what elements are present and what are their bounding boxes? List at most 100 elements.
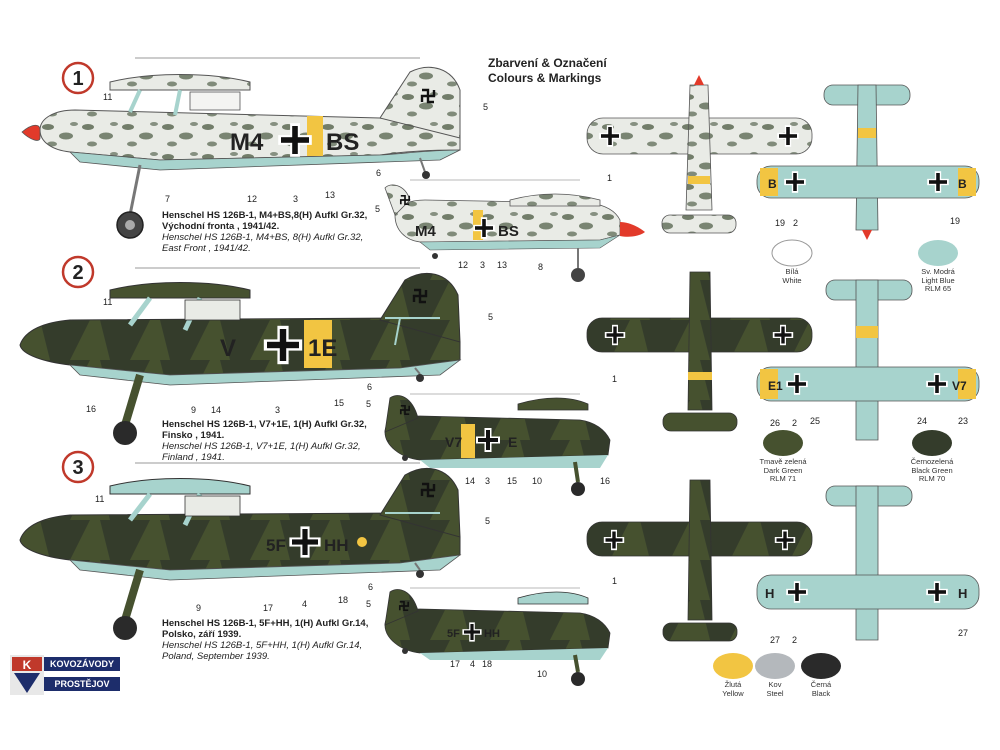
caption-en-line1: Henschel HS 126B-1, 5F+HH, 1(H) Aufkl Gr… bbox=[162, 640, 363, 651]
kovozavody-logo: K KOVOZÁVODY PROSTĚJOV bbox=[10, 655, 120, 695]
svg-text:24: 24 bbox=[917, 416, 927, 426]
svg-text:M4: M4 bbox=[415, 223, 436, 240]
scheme-3: 3 5F HH 11 5 9 17 4 bbox=[19, 450, 980, 686]
title-czech: Zbarvení & Označení bbox=[488, 56, 607, 70]
svg-text:1: 1 bbox=[72, 68, 83, 90]
svg-text:3: 3 bbox=[480, 260, 485, 270]
svg-text:K: K bbox=[23, 658, 32, 672]
aircraft-side-view-small: V7 E bbox=[384, 393, 611, 496]
svg-text:5: 5 bbox=[366, 399, 371, 409]
svg-text:10: 10 bbox=[532, 476, 542, 486]
svg-text:15: 15 bbox=[507, 476, 517, 486]
caption-en-line1: Henschel HS 126B-1, V7+1E, 1(H) Aufkl Gr… bbox=[162, 441, 361, 452]
svg-text:6: 6 bbox=[368, 582, 373, 592]
svg-text:HH: HH bbox=[484, 628, 500, 640]
svg-text:9: 9 bbox=[191, 405, 196, 415]
svg-text:4: 4 bbox=[470, 659, 475, 669]
caption-en-line2: East Front , 1941/42. bbox=[162, 243, 251, 254]
caption-cz-line2: Finsko , 1941. bbox=[162, 430, 225, 441]
svg-text:5: 5 bbox=[488, 312, 493, 322]
svg-text:6: 6 bbox=[367, 382, 372, 392]
svg-text:6: 6 bbox=[376, 168, 381, 178]
svg-text:16: 16 bbox=[600, 476, 610, 486]
callout-labels: 11 5 9 17 4 18 6 bbox=[95, 494, 490, 613]
callout-label: 1 bbox=[612, 576, 617, 586]
svg-text:5F: 5F bbox=[266, 536, 286, 555]
caption-cz-line1: Henschel HS 126B-1, V7+1E, 1(H) Aufkl Gr… bbox=[162, 419, 367, 430]
swatch-light-blue bbox=[918, 240, 958, 266]
swatch-steel bbox=[755, 653, 795, 679]
svg-text:V: V bbox=[220, 335, 236, 362]
svg-text:5: 5 bbox=[485, 516, 490, 526]
svg-text:27: 27 bbox=[958, 628, 968, 638]
scheme-number-badge: 1 bbox=[61, 61, 95, 95]
aircraft-top-view bbox=[586, 271, 813, 432]
callout-labels-bottom: 19 2 19 bbox=[775, 216, 960, 228]
scheme-2: 2 V 1E 11 5 16 9 14 bbox=[19, 255, 980, 496]
svg-text:M4: M4 bbox=[230, 129, 264, 156]
svg-text:25: 25 bbox=[810, 416, 820, 426]
caption-cz-line2: Východní fronta , 1941/42. bbox=[162, 221, 280, 232]
svg-text:18: 18 bbox=[338, 595, 348, 605]
title-english: Colours & Markings bbox=[488, 71, 602, 85]
svg-text:11: 11 bbox=[103, 92, 112, 102]
swatch-white bbox=[771, 239, 813, 267]
page-title: Zbarvení & Označení Colours & Markings bbox=[488, 56, 607, 86]
caption-en-line2: Finland , 1941. bbox=[162, 452, 225, 463]
caption-en-line1: Henschel HS 126B-1, M4+BS, 8(H) Aufkl Gr… bbox=[162, 232, 364, 243]
scheme-3-caption: Henschel HS 126B-1, 5F+HH, 1(H) Aufkl Gr… bbox=[162, 618, 368, 662]
svg-text:27: 27 bbox=[770, 635, 780, 645]
logo-line2: PROSTĚJOV bbox=[44, 677, 120, 691]
swatch-black-green bbox=[912, 430, 952, 456]
svg-text:5F: 5F bbox=[447, 628, 460, 640]
aircraft-bottom-view: H H bbox=[756, 485, 980, 641]
svg-text:19: 19 bbox=[775, 218, 785, 228]
svg-text:8: 8 bbox=[538, 262, 543, 272]
svg-text:2: 2 bbox=[792, 635, 797, 645]
svg-text:BS: BS bbox=[498, 223, 519, 240]
aircraft-top-view bbox=[586, 75, 813, 234]
svg-text:16: 16 bbox=[86, 404, 96, 414]
svg-text:11: 11 bbox=[95, 494, 104, 504]
svg-text:2: 2 bbox=[793, 218, 798, 228]
caption-en-line2: Poland, September 1939. bbox=[162, 651, 270, 662]
aircraft-bottom-view: E1 V7 bbox=[756, 279, 980, 441]
svg-text:1E: 1E bbox=[308, 335, 337, 362]
aircraft-side-view-small: M4 BS bbox=[384, 179, 645, 282]
svg-text:10: 10 bbox=[537, 669, 547, 679]
callout-labels-bottom: 26 2 25 24 23 bbox=[770, 416, 968, 428]
callout-labels-small: 5 14 3 15 10 16 bbox=[366, 399, 610, 486]
svg-text:4: 4 bbox=[302, 599, 307, 609]
callout-label: 1 bbox=[612, 374, 617, 384]
svg-text:23: 23 bbox=[958, 416, 968, 426]
aircraft-side-view-small: 5F HH bbox=[384, 587, 611, 686]
logo-line1: KOVOZÁVODY bbox=[44, 657, 120, 671]
svg-text:B: B bbox=[958, 177, 967, 191]
svg-text:B: B bbox=[768, 177, 777, 191]
svg-text:3: 3 bbox=[275, 405, 280, 415]
svg-text:19: 19 bbox=[950, 216, 960, 226]
swatch-dark-green bbox=[763, 430, 803, 456]
svg-text:V7: V7 bbox=[445, 434, 462, 450]
svg-text:E: E bbox=[508, 434, 517, 450]
aircraft-side-view-large: M4 BS bbox=[21, 57, 461, 239]
scheme-2-caption: Henschel HS 126B-1, V7+1E, 1(H) Aufkl Gr… bbox=[162, 419, 367, 463]
callout-labels: 11 5 7 12 3 13 6 bbox=[103, 92, 488, 204]
svg-text:13: 13 bbox=[497, 260, 507, 270]
swatch-yellow bbox=[713, 653, 753, 679]
caption-cz-line2: Polsko, září 1939. bbox=[162, 629, 242, 640]
aircraft-bottom-view: B B bbox=[756, 84, 980, 240]
callout-labels-bottom: 27 2 27 bbox=[770, 628, 968, 645]
svg-text:17: 17 bbox=[450, 659, 460, 669]
svg-text:H: H bbox=[765, 586, 774, 601]
svg-text:E1: E1 bbox=[768, 379, 783, 393]
svg-text:H: H bbox=[958, 586, 967, 601]
svg-text:14: 14 bbox=[211, 405, 221, 415]
